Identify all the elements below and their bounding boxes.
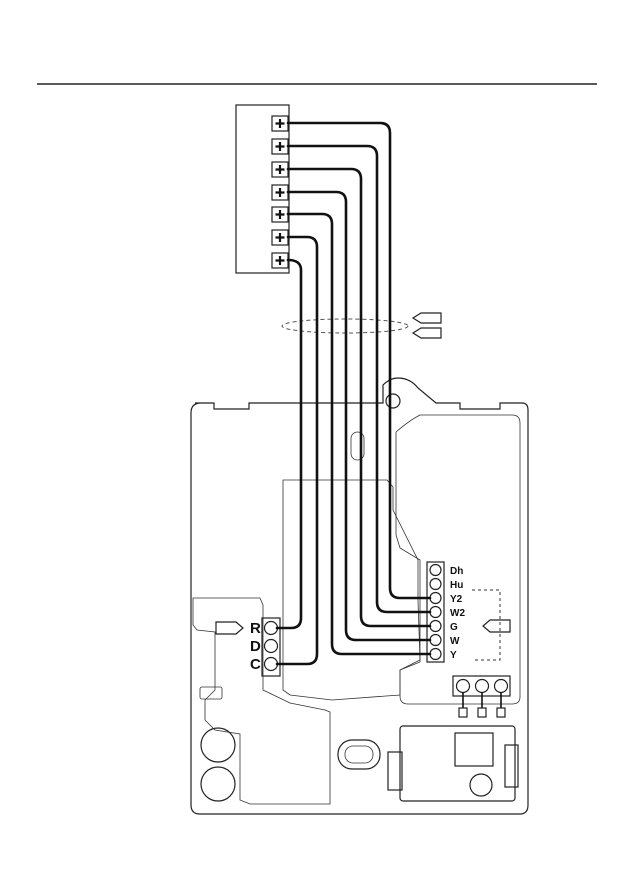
- screw-terminal: [272, 207, 288, 222]
- wire-4: [288, 192, 430, 640]
- screw-terminal: [272, 185, 288, 200]
- dashed-bracket: [472, 590, 500, 660]
- terminal-label-y: Y: [450, 650, 457, 661]
- r-callout-arrow: [216, 622, 243, 634]
- wire-7: [277, 260, 301, 628]
- terminal-label-g: G: [450, 622, 458, 633]
- terminal-label-r: R: [250, 620, 261, 637]
- screw-terminal: [272, 230, 288, 245]
- terminal-label-w2: W2: [450, 608, 465, 619]
- wire-5: [288, 214, 430, 654]
- callout-tag-lower: [413, 328, 441, 338]
- equipment-board: [191, 378, 528, 814]
- callout-tag-upper: [413, 313, 441, 323]
- thermostat-terminal-block: [236, 105, 289, 273]
- terminal-label-hu: Hu: [450, 580, 463, 591]
- wire-1: [288, 123, 430, 598]
- jumper-connector: [453, 676, 510, 717]
- terminal-label-w: W: [450, 636, 460, 647]
- terminal-label-d: D: [250, 638, 261, 655]
- terminal-label-y2: Y2: [450, 594, 463, 605]
- right-callout-arrow: [483, 620, 510, 632]
- screw-terminal: [272, 253, 288, 268]
- screw-terminal: [272, 116, 288, 131]
- terminal-label-dh: Dh: [450, 566, 463, 577]
- screw-terminal: [272, 139, 288, 154]
- terminal-label-c: C: [250, 656, 261, 673]
- wires: [277, 123, 430, 664]
- screw-terminal: [272, 162, 288, 177]
